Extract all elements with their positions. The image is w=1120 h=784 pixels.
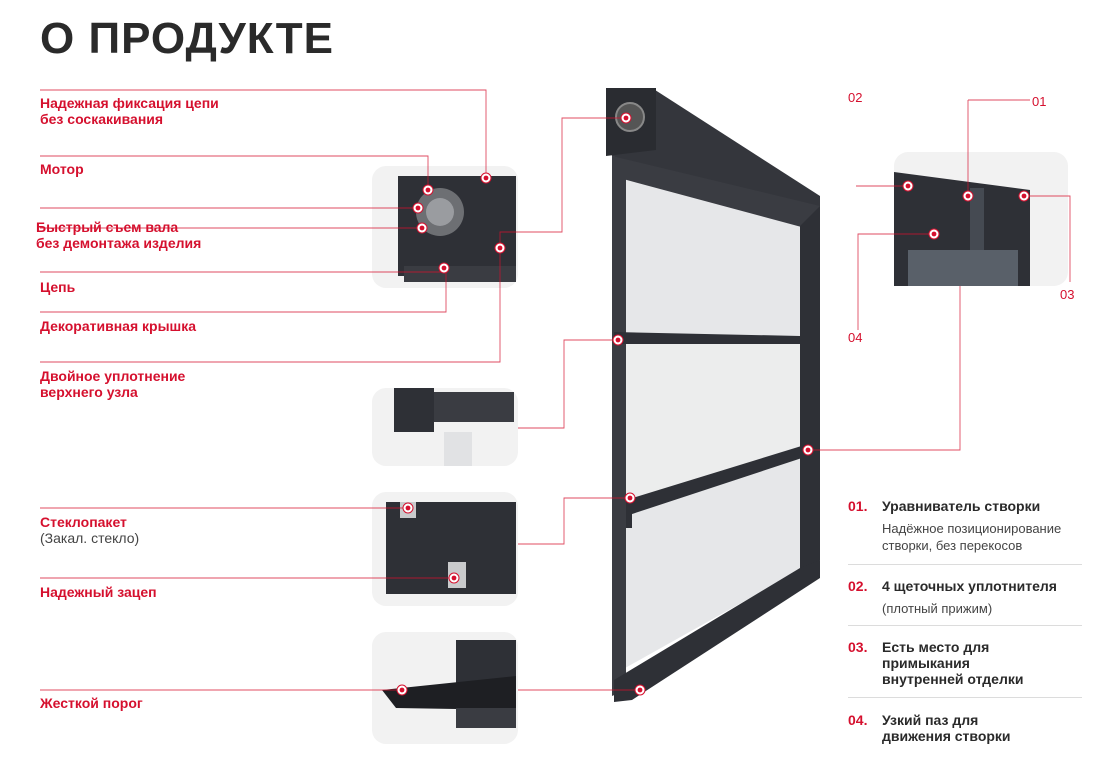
feature-number: 04. — [848, 712, 868, 728]
detail-number-04: 04 — [848, 330, 863, 345]
feature-title: Узкий паз для движения створки — [882, 712, 1082, 744]
feature-desc-line2: створки, без перекосов — [882, 538, 1023, 553]
detail-profile-box — [894, 152, 1068, 286]
feature-description: Надёжное позиционирование створки, без п… — [882, 520, 1082, 554]
divider — [848, 564, 1082, 565]
callout-chain-fixation: Надежная фиксация цепи без соскакивания — [40, 95, 219, 127]
divider — [848, 625, 1082, 626]
detail-seal-box — [372, 388, 518, 466]
callout-rigid-sill: Жесткой порог — [40, 695, 143, 711]
window-unit-illustration — [606, 88, 820, 702]
callout-decor-cover: Декоративная крышка — [40, 318, 196, 334]
callout-double-seal-line2: верхнего узла — [40, 384, 138, 400]
feature-title-line3: внутренней отделки — [882, 671, 1024, 687]
feature-item-01: 01. Уравниватель створки Надёжное позици… — [848, 498, 1088, 558]
marker-dots — [396, 112, 1030, 696]
callout-decor-cover-label: Декоративная крышка — [40, 318, 196, 334]
feature-number: 02. — [848, 578, 868, 594]
feature-title-text: 4 щеточных уплотнителя — [882, 578, 1057, 594]
feature-item-03: 03. Есть место для примыкания внутренней… — [848, 639, 1088, 691]
callout-double-seal: Двойное уплотнение верхнего узла — [40, 368, 185, 400]
feature-desc-line1: Надёжное позиционирование — [882, 521, 1062, 536]
callout-glass-unit-label: Стеклопакет — [40, 514, 127, 530]
detail-glass-box — [372, 492, 518, 606]
feature-title-line2: движения створки — [882, 728, 1011, 744]
callout-motor: Мотор — [40, 161, 84, 177]
callout-quick-shaft: Быстрый съем вала без демонтажа изделия — [36, 219, 201, 251]
callout-motor-label: Мотор — [40, 161, 84, 177]
callout-quick-shaft-line1: Быстрый съем вала — [36, 219, 179, 235]
feature-title: Уравниватель створки Надёжное позиционир… — [882, 498, 1082, 554]
feature-title-line1: Узкий паз для — [882, 712, 979, 728]
feature-title: 4 щеточных уплотнителя (плотный прижим) — [882, 578, 1082, 617]
feature-title-line2: примыкания — [882, 655, 970, 671]
page-title: О ПРОДУКТЕ — [40, 14, 334, 63]
detail-number-01: 01 — [1032, 94, 1047, 109]
callout-glass-unit-sub: (Закал. стекло) — [40, 530, 140, 546]
feature-item-02: 02. 4 щеточных уплотнителя (плотный приж… — [848, 578, 1088, 618]
feature-title: Есть место для примыкания внутренней отд… — [882, 639, 1082, 687]
feature-description: (плотный прижим) — [882, 601, 993, 616]
callout-rigid-sill-label: Жесткой порог — [40, 695, 143, 711]
callout-glass-unit: Стеклопакет (Закал. стекло) — [40, 514, 139, 546]
callout-chain: Цепь — [40, 279, 75, 295]
detail-number-02: 02 — [848, 90, 863, 105]
callout-reliable-hook-label: Надежный зацеп — [40, 584, 157, 600]
callout-double-seal-line1: Двойное уплотнение — [40, 368, 186, 384]
feature-number: 01. — [848, 498, 868, 514]
detail-sill-box — [372, 632, 518, 744]
feature-item-04: 04. Узкий паз для движения створки — [848, 712, 1088, 748]
feature-title-text: Уравниватель створки — [882, 498, 1041, 514]
callout-chain-label: Цепь — [40, 279, 76, 295]
detail-number-03: 03 — [1060, 287, 1075, 302]
callout-reliable-hook: Надежный зацеп — [40, 584, 157, 600]
detail-top-box — [372, 166, 518, 288]
callout-chain-fixation-line1: Надежная фиксация цепи — [40, 95, 219, 111]
divider — [848, 697, 1082, 698]
feature-title-line1: Есть место для — [882, 639, 990, 655]
feature-number: 03. — [848, 639, 868, 655]
callout-quick-shaft-line2: без демонтажа изделия — [36, 235, 202, 251]
callout-chain-fixation-line2: без соскакивания — [40, 111, 164, 127]
